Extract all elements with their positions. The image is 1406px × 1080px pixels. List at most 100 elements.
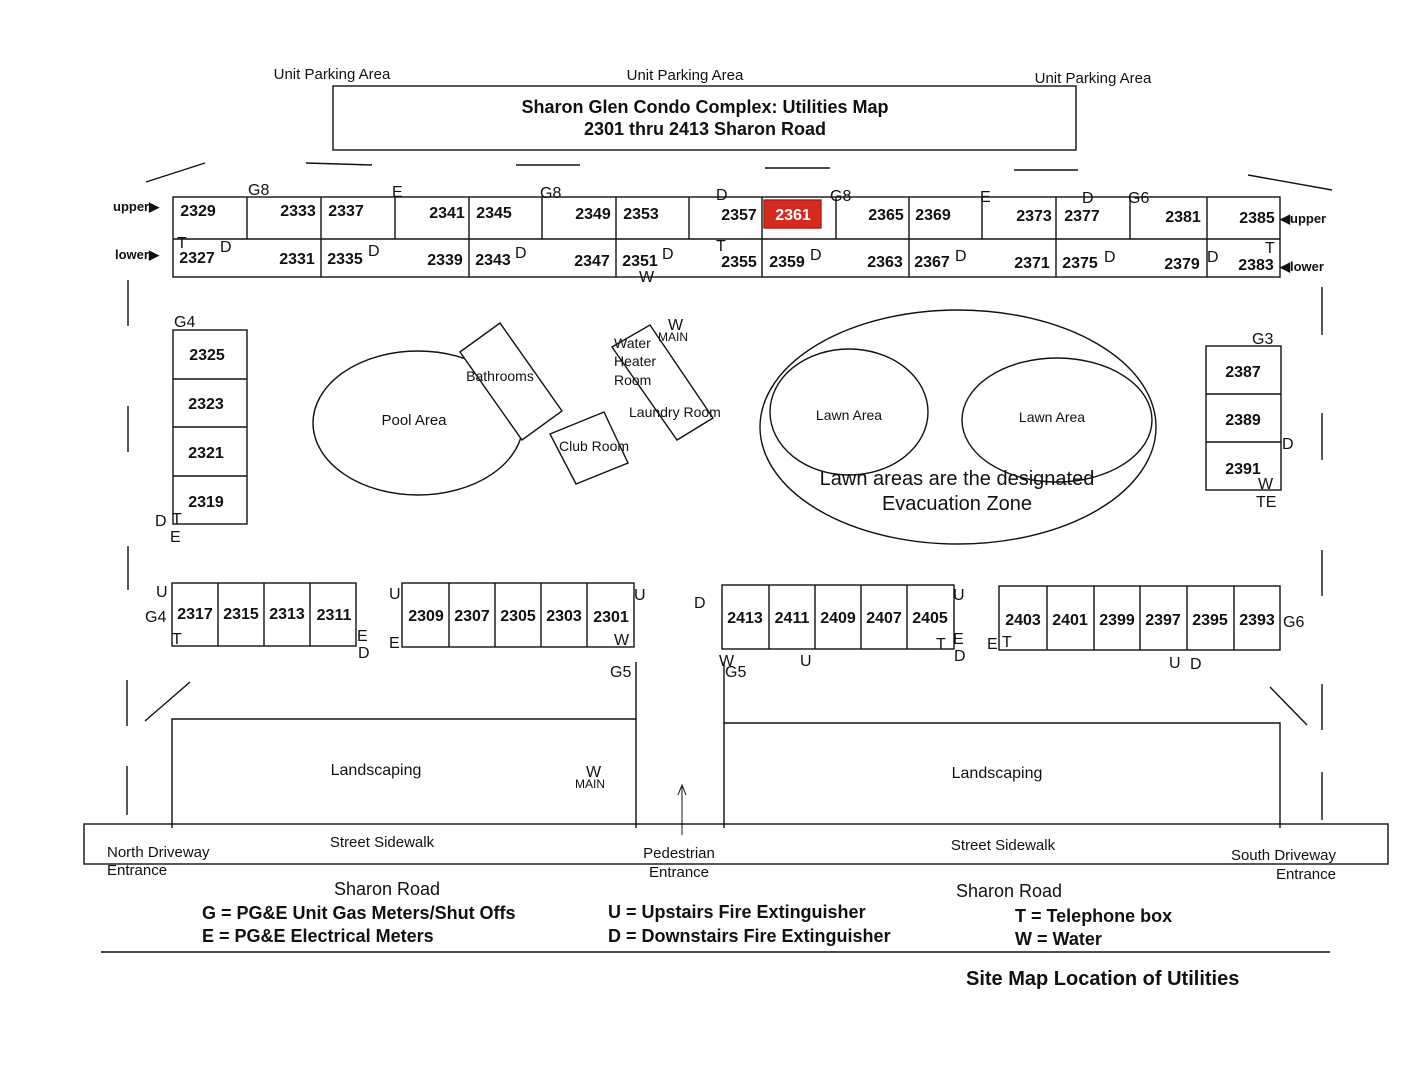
marker-main-bottom: MAIN: [575, 777, 605, 791]
marker-t-2: T: [716, 238, 726, 255]
unit-2343: 2343: [475, 252, 511, 269]
parking-label-right: Unit Parking Area: [1035, 70, 1152, 87]
evacuation-label-2: Evacuation Zone: [882, 493, 1032, 515]
marker-g5-2: G5: [725, 664, 746, 681]
marker-d-b3: D: [954, 648, 966, 665]
unit-2355: 2355: [721, 254, 757, 271]
marker-w-b1: W: [614, 632, 630, 649]
marker-g3: G3: [1252, 331, 1273, 348]
bottom-building-1: [171, 582, 357, 647]
unit-2371: 2371: [1014, 255, 1050, 272]
marker-t-b3: T: [1002, 634, 1012, 651]
laundry-label: Laundry Room: [629, 404, 721, 420]
map-subtitle: 2301 thru 2413 Sharon Road: [584, 119, 826, 139]
bottom-units-1: 2317 2315 2313 2311: [177, 606, 351, 624]
lawn-label-left: Lawn Area: [816, 407, 882, 423]
marker-u-1: U: [156, 584, 168, 601]
unit-2399: 2399: [1099, 612, 1135, 629]
unit-2337: 2337: [328, 203, 364, 220]
marker-d-right: D: [1282, 436, 1294, 453]
marker-e-b3: E: [953, 631, 964, 648]
sidewalk-label-2: Street Sidewalk: [951, 837, 1056, 854]
pedestrian-entrance-label: Entrance: [649, 864, 709, 881]
marker-e-2: E: [980, 189, 991, 206]
lawn-area-right: [961, 357, 1153, 483]
pedestrian-label: Pedestrian: [643, 845, 715, 862]
marker-t-left: T: [172, 511, 182, 528]
unit-2379: 2379: [1164, 256, 1200, 273]
unit-2383: 2383: [1238, 257, 1274, 274]
landscaping-label-2: Landscaping: [952, 765, 1043, 782]
unit-2393: 2393: [1239, 612, 1275, 629]
marker-d-7: D: [1104, 249, 1116, 266]
unit-2409: 2409: [820, 610, 856, 627]
unit-2401: 2401: [1052, 612, 1088, 629]
unit-2347: 2347: [574, 253, 610, 270]
marker-g8-1: G8: [248, 182, 269, 199]
marker-w-main-top: W: [668, 317, 684, 334]
marker-d-left: D: [155, 513, 167, 530]
right-units: 2387 2389 2391: [1225, 364, 1261, 478]
street-sidewalk-strip: [83, 823, 1389, 865]
unit-2363: 2363: [867, 254, 903, 271]
marker-e-b4: E: [987, 636, 998, 653]
unit-2357: 2357: [721, 207, 757, 224]
unit-2321: 2321: [188, 445, 224, 462]
bathrooms-shape: [459, 322, 563, 441]
club-room-shape: [549, 411, 629, 485]
unit-2335: 2335: [327, 251, 363, 268]
unit-2391: 2391: [1225, 461, 1261, 478]
unit-2329: 2329: [180, 203, 216, 220]
unit-2305: 2305: [500, 608, 536, 625]
marker-u-2: U: [389, 586, 401, 603]
legend-w: W = Water: [1015, 929, 1102, 949]
unit-2387: 2387: [1225, 364, 1261, 381]
evacuation-label-1: Lawn areas are the designated: [820, 468, 1095, 490]
unit-2389: 2389: [1225, 412, 1261, 429]
legend-t: T = Telephone box: [1015, 906, 1172, 926]
unit-2403: 2403: [1005, 612, 1041, 629]
legend-u: U = Upstairs Fire Extinguisher: [608, 902, 866, 922]
bottom-utility-markers: U G4 T E D U E U W G5 D W G5 U T E D U E…: [145, 584, 1304, 681]
marker-d-6: D: [955, 248, 967, 265]
lower-label-left: lower▶: [115, 247, 160, 262]
marker-w-main-bottom: W: [586, 764, 602, 781]
unit-2395: 2395: [1192, 612, 1228, 629]
marker-e-left: E: [170, 529, 181, 546]
left-units: 2325 2323 2321 2319: [188, 347, 225, 511]
unit-2385: 2385: [1239, 210, 1275, 227]
bathrooms-label: Bathrooms: [466, 368, 534, 384]
unit-2331: 2331: [279, 251, 315, 268]
top-building: [172, 196, 1281, 278]
unit-2411: 2411: [775, 610, 810, 627]
bottom-building-2: [401, 582, 635, 648]
unit-2351: 2351: [622, 253, 658, 270]
marker-d-top-2: D: [1082, 190, 1094, 207]
unit-2381: 2381: [1165, 209, 1201, 226]
unit-2349: 2349: [575, 206, 611, 223]
unit-2413: 2413: [727, 610, 763, 627]
marker-te-right: TE: [1256, 494, 1276, 511]
north-entrance-label: Entrance: [107, 862, 167, 879]
map-title: Sharon Glen Condo Complex: Utilities Map: [521, 97, 888, 117]
water-heater-label-2: Heater: [614, 353, 656, 369]
sidewalk-label-1: Street Sidewalk: [330, 834, 435, 851]
marker-e-b2: E: [389, 635, 400, 652]
marker-g4-2: G4: [145, 609, 166, 626]
unit-2367: 2367: [914, 254, 950, 271]
marker-d-3: D: [515, 245, 527, 262]
marker-d-b1: D: [358, 645, 370, 662]
unit-2359: 2359: [769, 254, 805, 271]
marker-u-4: U: [800, 653, 812, 670]
club-room-label: Club Room: [559, 438, 629, 454]
bottom-building-4: [998, 585, 1281, 651]
marker-g5-1: G5: [610, 664, 631, 681]
unit-2397: 2397: [1145, 612, 1181, 629]
marker-w-b2: W: [719, 653, 735, 670]
lawn-label-right: Lawn Area: [1019, 409, 1085, 425]
upper-label-left: upper▶: [113, 199, 160, 214]
legend-d: D = Downstairs Fire Extinguisher: [608, 926, 891, 946]
north-driveway-label: North Driveway: [107, 844, 210, 861]
water-heater-label-1: Water: [614, 335, 651, 351]
